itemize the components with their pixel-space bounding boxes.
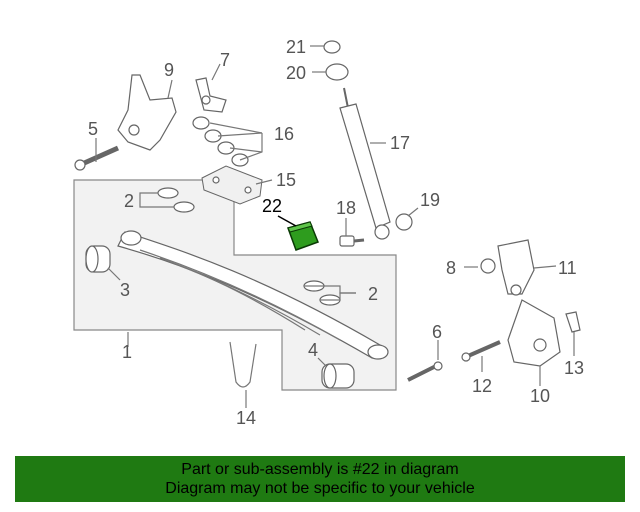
callout-19: 19 (420, 190, 440, 210)
callout-10: 10 (530, 386, 550, 406)
bracket-part-13 (565, 311, 581, 333)
callout-14: 14 (236, 408, 256, 428)
callout-4: 4 (308, 340, 318, 360)
bolt-part-18 (339, 235, 365, 247)
shock-absorber-part-17 (339, 87, 391, 240)
suspension-diagram: 1 2 2 3 4 5 6 7 8 9 10 11 12 13 14 15 16… (73, 37, 584, 428)
info-line-disclaimer: Diagram may not be specific to your vehi… (165, 480, 475, 497)
callout-13: 13 (564, 358, 584, 378)
callout-18: 18 (336, 198, 356, 218)
callout-7: 7 (220, 50, 230, 70)
callout-9: 9 (164, 60, 174, 80)
nut-part-21 (323, 40, 341, 54)
ring-part-2a (157, 187, 179, 199)
insulator-part-20 (325, 63, 349, 81)
bushing-part-19 (395, 213, 413, 231)
callout-16: 16 (274, 124, 294, 144)
callout-6: 6 (432, 322, 442, 342)
bracket-part-9 (117, 74, 177, 151)
info-banner: Part or sub-assembly is #22 in diagram D… (15, 456, 625, 502)
bushing-part-4 (321, 363, 355, 389)
callout-22-highlighted[interactable]: 22 (262, 196, 282, 216)
bolt-part-6 (407, 361, 443, 382)
u-bolt-part-14 (229, 341, 257, 388)
callout-20: 20 (286, 63, 306, 83)
leader-lines (95, 45, 575, 408)
plate-part-15 (201, 165, 263, 205)
callout-11: 11 (558, 258, 577, 278)
callout-8: 8 (446, 258, 456, 278)
nuts-part-16 (192, 116, 249, 167)
callout-3: 3 (120, 280, 130, 300)
highlighted-part-22[interactable] (287, 221, 319, 251)
hanger-part-11 (497, 239, 535, 296)
callout-2-upper: 2 (124, 191, 134, 211)
callout-15: 15 (276, 170, 296, 190)
callout-17: 17 (390, 133, 410, 153)
nut-part-8 (480, 258, 496, 274)
bracket-part-10 (507, 299, 561, 367)
bolt-part-12 (461, 340, 501, 362)
bolt-part-5 (74, 145, 120, 171)
bushing-part-3 (85, 245, 111, 273)
callout-5: 5 (88, 119, 98, 139)
callout-12: 12 (472, 376, 492, 396)
ring-part-2b (173, 201, 195, 213)
callout-2-lower: 2 (368, 284, 378, 304)
info-line-part-reference: Part or sub-assembly is #22 in diagram (181, 461, 459, 478)
callout-21: 21 (286, 37, 306, 57)
leaf-spring (117, 230, 389, 360)
bracket-part-7 (195, 77, 227, 113)
callout-1: 1 (122, 342, 132, 362)
